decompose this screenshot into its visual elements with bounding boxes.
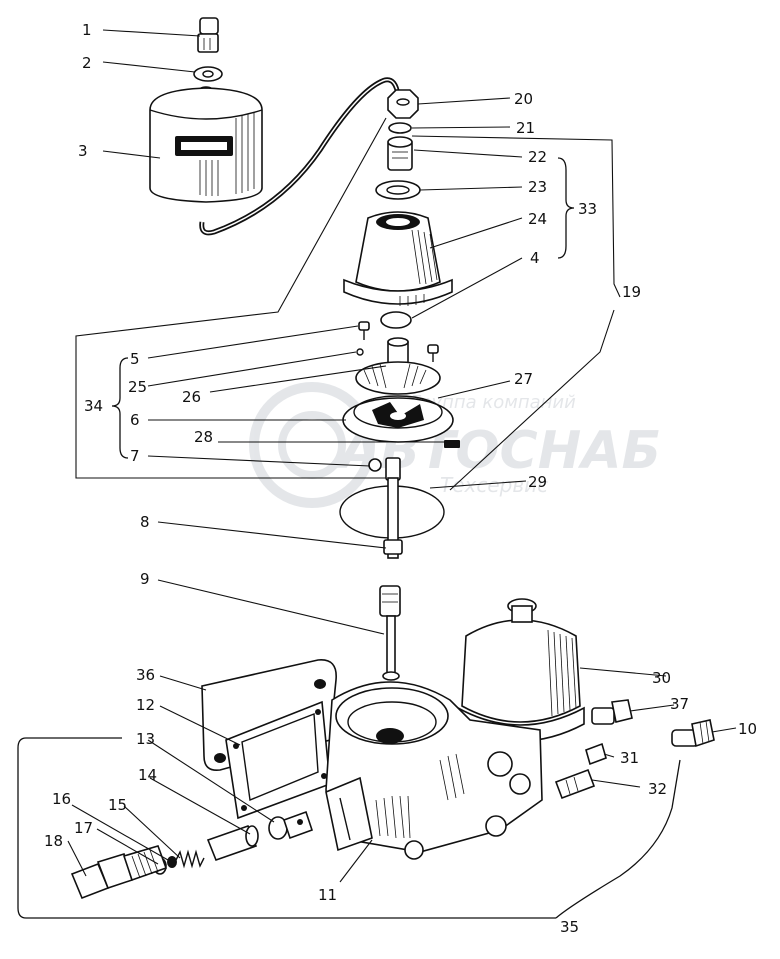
part-37-fitting bbox=[591, 699, 633, 725]
label-26: 26 bbox=[182, 388, 201, 406]
part-5-screw bbox=[358, 321, 370, 340]
part-27-screw bbox=[427, 344, 439, 362]
label-7: 7 bbox=[130, 447, 140, 465]
label-28: 28 bbox=[194, 428, 213, 446]
part-23-gasket bbox=[375, 180, 421, 200]
label-34: 34 bbox=[84, 397, 103, 415]
label-37: 37 bbox=[670, 695, 689, 713]
part-1-bolt bbox=[197, 17, 219, 53]
label-16: 16 bbox=[52, 790, 71, 808]
part-3-cover bbox=[149, 87, 263, 203]
label-30: 30 bbox=[652, 669, 671, 687]
label-11: 11 bbox=[318, 886, 337, 904]
label-17: 17 bbox=[74, 819, 93, 837]
label-20: 20 bbox=[514, 90, 533, 108]
label-23: 23 bbox=[528, 178, 547, 196]
label-1: 1 bbox=[82, 21, 92, 39]
part-24-rotor-cap bbox=[343, 211, 453, 306]
part-4-oring bbox=[380, 311, 412, 329]
label-10: 10 bbox=[738, 720, 757, 738]
label-29: 29 bbox=[528, 473, 547, 491]
part-20-nut bbox=[387, 89, 419, 119]
part-12-gasket bbox=[225, 700, 331, 820]
part-26-nozzle-body bbox=[355, 337, 441, 395]
part-21-washer bbox=[388, 122, 412, 134]
part-14-plunger bbox=[206, 810, 314, 862]
part-10-sender bbox=[671, 719, 715, 748]
part-16-washer bbox=[167, 856, 177, 868]
part-22-fitting bbox=[387, 136, 413, 171]
leader-lines bbox=[67, 29, 737, 883]
watermark-line-3: Техсервис bbox=[440, 473, 548, 497]
label-5: 5 bbox=[130, 350, 140, 368]
label-25: 25 bbox=[128, 378, 147, 396]
label-22: 22 bbox=[528, 148, 547, 166]
label-4: 4 bbox=[530, 249, 540, 267]
part-11-body bbox=[325, 681, 543, 860]
label-12: 12 bbox=[136, 696, 155, 714]
braces bbox=[17, 157, 681, 919]
label-14: 14 bbox=[138, 766, 157, 784]
part-30-canister bbox=[457, 598, 585, 742]
part-31-plug bbox=[585, 742, 607, 766]
label-18: 18 bbox=[44, 832, 63, 850]
label-8: 8 bbox=[140, 513, 150, 531]
label-21: 21 bbox=[516, 119, 535, 137]
label-24: 24 bbox=[528, 210, 547, 228]
label-35: 35 bbox=[560, 918, 579, 936]
part-28-jet bbox=[444, 440, 460, 448]
label-3: 3 bbox=[78, 142, 88, 160]
part-9-axle bbox=[379, 585, 401, 681]
label-32: 32 bbox=[648, 780, 667, 798]
label-19: 19 bbox=[622, 283, 641, 301]
label-2: 2 bbox=[82, 54, 92, 72]
part-18-plug bbox=[70, 845, 168, 900]
part-7-plug bbox=[368, 458, 382, 472]
watermark-line-1: Группа компаний bbox=[410, 392, 576, 413]
part-25-ring bbox=[356, 348, 364, 356]
label-6: 6 bbox=[130, 411, 140, 429]
part-15-spring bbox=[175, 849, 205, 869]
label-33: 33 bbox=[578, 200, 597, 218]
label-15: 15 bbox=[108, 796, 127, 814]
label-36: 36 bbox=[136, 666, 155, 684]
label-31: 31 bbox=[620, 749, 639, 767]
label-9: 9 bbox=[140, 570, 150, 588]
part-8-shaft bbox=[383, 457, 403, 559]
label-13: 13 bbox=[136, 730, 155, 748]
part-32-valve bbox=[554, 768, 596, 800]
part-6-rotor-base bbox=[342, 395, 454, 443]
label-27: 27 bbox=[514, 370, 533, 388]
part-labels: 1 2 3 4 5 6 7 8 9 10 11 12 13 14 15 16 1… bbox=[44, 21, 757, 936]
